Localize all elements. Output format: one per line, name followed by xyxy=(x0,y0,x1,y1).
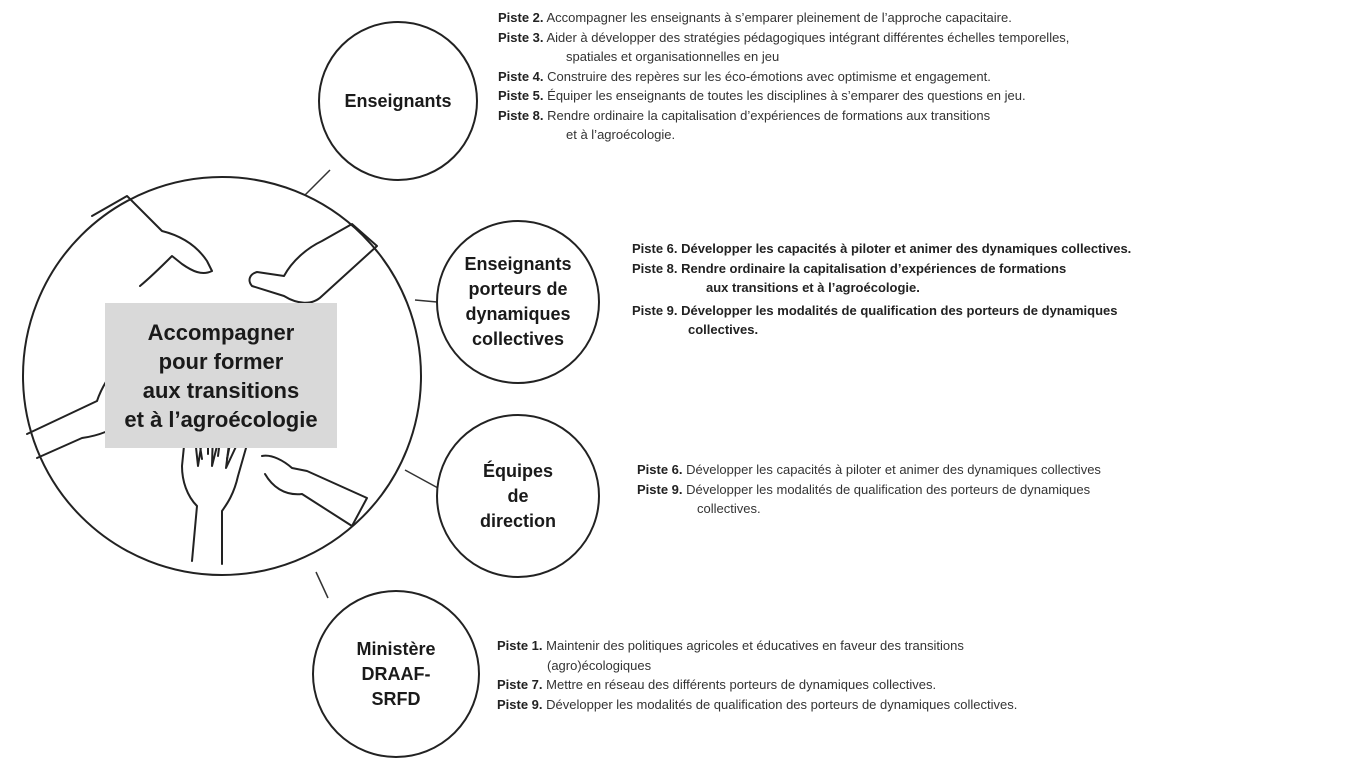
node-enseignants-porteurs: Enseignants porteurs de dynamiques colle… xyxy=(436,220,600,384)
pistes-enseignants: Piste 2. Accompagner les enseignants à s… xyxy=(498,8,1358,145)
piste-item: Piste 9. Développer les modalités de qua… xyxy=(497,696,1018,712)
piste-item: Piste 5. Équiper les enseignants de tout… xyxy=(498,88,1026,103)
piste-item: Piste 7. Mettre en réseau des différents… xyxy=(497,677,937,692)
node-ministere: Ministère DRAAF- SRFD xyxy=(312,590,480,758)
piste-item: Piste 6. Développer les capacités à pilo… xyxy=(632,241,1132,256)
pistes-porteurs: Piste 6. Développer les capacités à pilo… xyxy=(632,239,1362,340)
connector-ministere xyxy=(315,571,329,599)
piste-item: Piste 1. Maintenir des politiques agrico… xyxy=(497,638,964,673)
piste-item: Piste 9. Développer les modalités de qua… xyxy=(637,481,1091,517)
central-label-line: pour former xyxy=(158,348,284,374)
connector-enseignants xyxy=(304,169,331,196)
piste-item: Piste 3. Aider à développer des stratégi… xyxy=(498,29,1070,65)
hand-top-right-icon xyxy=(248,223,378,304)
hand-top-left-icon xyxy=(91,195,213,287)
node-enseignants-label: Enseignants xyxy=(344,90,452,111)
node-direction-label: Équipes de direction xyxy=(479,460,556,531)
node-enseignants: Enseignants xyxy=(318,21,478,181)
piste-item: Piste 8. Rendre ordinaire la capitalisat… xyxy=(632,260,1067,296)
pistes-ministere: Piste 1. Maintenir des politiques agrico… xyxy=(497,636,1357,714)
node-ministere-label: Ministère DRAAF- SRFD xyxy=(356,638,436,709)
central-label-box: Accompagner pour former aux transitions … xyxy=(105,303,337,448)
piste-item: Piste 6. Développer les capacités à pilo… xyxy=(637,462,1101,477)
pistes-direction: Piste 6. Développer les capacités à pilo… xyxy=(637,460,1357,519)
connector-direction xyxy=(404,469,439,489)
piste-item: Piste 8. Rendre ordinaire la capitalisat… xyxy=(498,107,991,143)
connector-porteurs xyxy=(414,299,438,303)
piste-item: Piste 2. Accompagner les enseignants à s… xyxy=(498,10,1012,25)
piste-item: Piste 9. Développer les modalités de qua… xyxy=(632,302,1118,338)
hand-bottom-right-icon xyxy=(261,454,368,527)
node-porteurs-label: Enseignants porteurs de dynamiques colle… xyxy=(464,254,572,349)
central-label-line: Accompagner xyxy=(147,319,295,345)
piste-item: Piste 4. Construire des repères sur les … xyxy=(498,68,991,84)
central-label-line: aux transitions xyxy=(142,377,300,403)
node-equipes-direction: Équipes de direction xyxy=(436,414,600,578)
central-label-line: et à l’agroécologie xyxy=(124,406,318,432)
